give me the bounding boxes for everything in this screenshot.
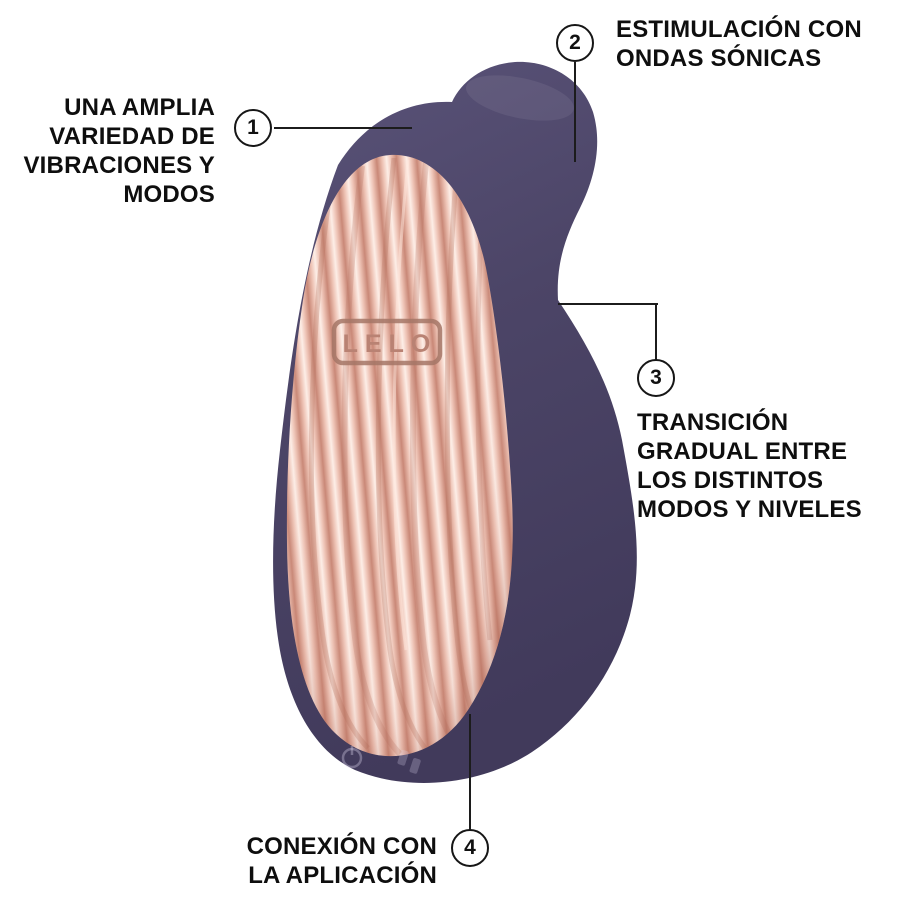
engraving-marks: [397, 749, 421, 774]
callout-line-1: [274, 127, 412, 129]
callout-marker-3: 3: [637, 359, 675, 397]
callout-label-4: CONEXIÓN CON LA APLICACIÓN: [246, 833, 437, 889]
callout-label-2: ESTIMULACIÓN CON ONDAS SÓNICAS: [616, 16, 862, 72]
power-button-icon: [341, 746, 363, 769]
device-face-shading: [286, 154, 513, 757]
callout-marker-1: 1: [234, 109, 272, 147]
callout-label-3: TRANSICIÓN GRADUAL ENTRE LOS DISTINTOS M…: [637, 409, 862, 523]
brand-logo-frame: [331, 318, 443, 366]
callout-line-4: [469, 714, 471, 830]
callout-line-3-horizontal: [558, 303, 658, 305]
callout-line-2: [574, 62, 576, 162]
callout-label-1: UNA AMPLIA VARIEDAD DE VIBRACIONES Y MOD…: [23, 94, 215, 208]
callout-number-3: 3: [650, 366, 662, 389]
callout-marker-2: 2: [556, 24, 594, 62]
callout-number-2: 2: [569, 31, 581, 54]
callout-number-1: 1: [247, 116, 259, 139]
callout-number-4: 4: [464, 836, 476, 859]
callout-line-3-vertical: [655, 303, 657, 360]
callout-marker-4: 4: [451, 829, 489, 867]
device-head-highlight: [466, 75, 574, 121]
brand-logo-text: LELO: [343, 330, 438, 358]
